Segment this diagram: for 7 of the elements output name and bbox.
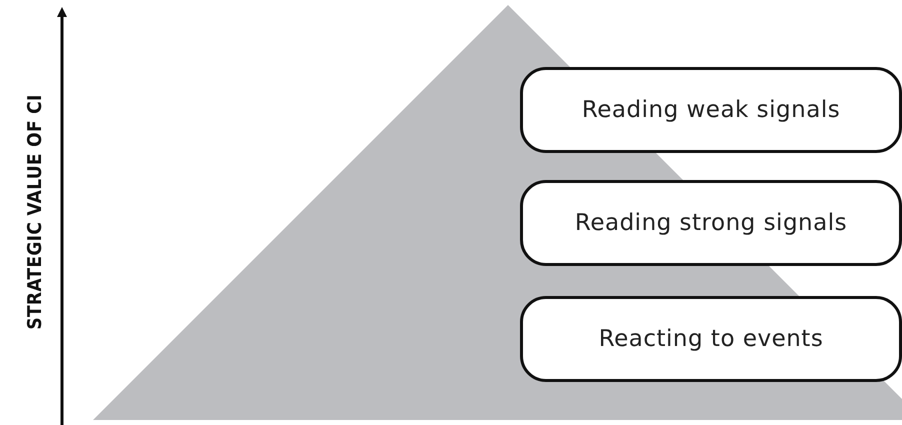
level-label: Reading weak signals xyxy=(582,97,840,123)
level-label: Reading strong signals xyxy=(574,210,848,236)
level-label: Reacting to events xyxy=(598,326,824,352)
level-box xyxy=(520,67,902,153)
level-box xyxy=(520,180,902,266)
axis-label: STRATEGIC VALUE OF CI xyxy=(24,94,46,330)
level-box xyxy=(520,296,902,382)
